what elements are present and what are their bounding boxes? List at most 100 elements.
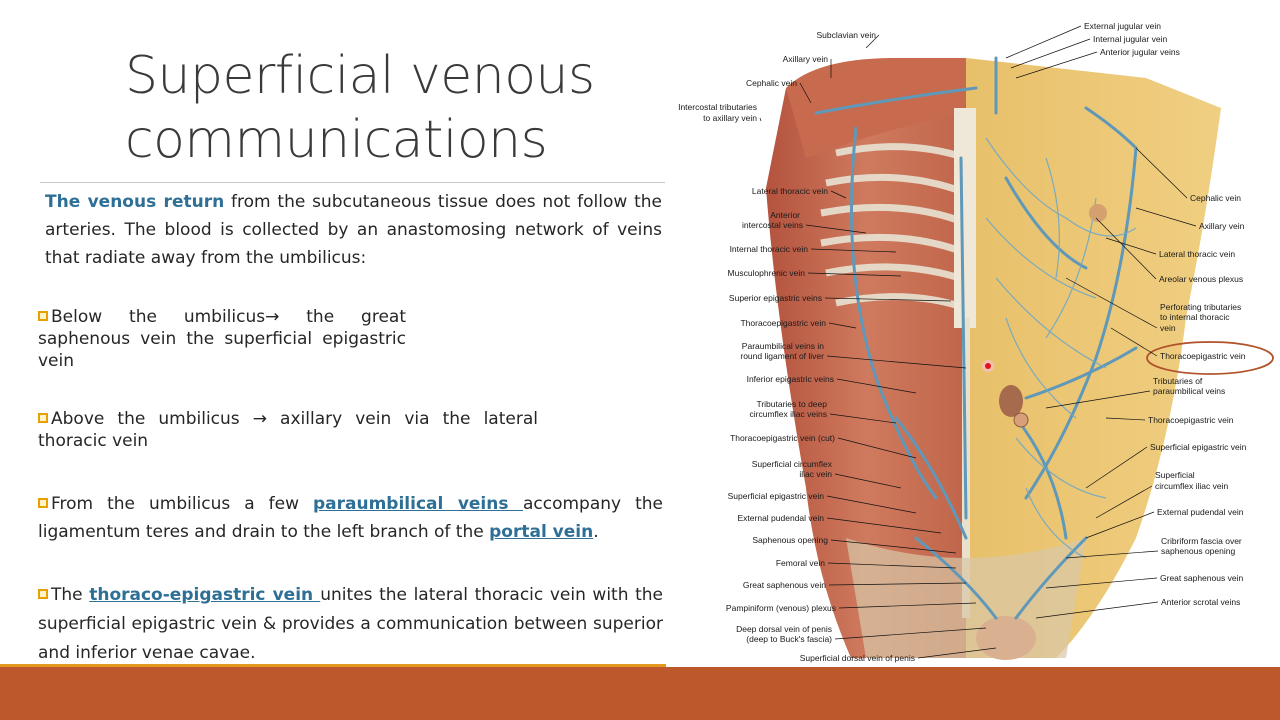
left-leader-line xyxy=(799,82,812,104)
left-anatomy-label: Superficial circumflex xyxy=(752,459,833,469)
right-leader-line xyxy=(1095,217,1157,280)
right-leader-line xyxy=(1065,550,1159,559)
right-leader-line xyxy=(1105,417,1146,421)
right-anatomy-label: vein xyxy=(1160,323,1176,333)
left-leader-line xyxy=(805,224,867,234)
footer-bar xyxy=(0,667,1280,720)
bullet2-text-b: axillary vein via the lateral thoracic v… xyxy=(38,409,538,451)
bullet-thoraco-epigastric: The thoraco-epigastric vein unites the l… xyxy=(38,581,663,668)
bullet3-text-b: accompany the ligamentum teres and drain… xyxy=(38,494,663,542)
right-leader-line xyxy=(1045,577,1158,589)
right-leader-line xyxy=(1105,237,1157,255)
left-leader-line xyxy=(826,517,942,534)
left-anatomy-label: Superficial dorsal vein of penis xyxy=(800,653,915,663)
arrow-right-icon: → xyxy=(265,307,280,327)
bullet1-text-a: Below the umbilicus xyxy=(51,307,266,327)
right-anatomy-label: Perforating tributaries xyxy=(1160,302,1241,312)
left-leader-line xyxy=(828,322,857,329)
bullet-square-icon xyxy=(38,589,48,599)
right-leader-line xyxy=(1045,390,1151,409)
left-leader-line xyxy=(827,562,957,569)
right-anatomy-label: Lateral thoracic vein xyxy=(1159,249,1235,259)
right-leader-line xyxy=(1085,511,1155,539)
bullet-square-icon xyxy=(38,311,48,321)
left-anatomy-label: (deep to Buck's fascia) xyxy=(746,634,832,644)
left-leader-line xyxy=(834,473,902,489)
right-anatomy-label: Thoracoepigastric vein xyxy=(1148,415,1234,425)
left-anatomy-label: Internal thoracic vein xyxy=(730,244,809,254)
right-leader-line xyxy=(1065,277,1158,329)
bullet4-text-a: The xyxy=(51,585,90,605)
right-anatomy-label: to internal thoracic xyxy=(1160,312,1230,322)
left-anatomy-label: Pampiniform (venous) plexus xyxy=(726,603,836,613)
left-leader-line xyxy=(826,495,917,514)
paraumbilical-veins-link[interactable]: paraumbilical veins xyxy=(312,494,523,514)
bullet4-text-b: unites the lateral thoracic vein with th… xyxy=(38,585,663,663)
left-anatomy-label: to axillary vein xyxy=(703,113,757,123)
right-leader-line xyxy=(1135,207,1197,227)
bullet-below-umbilicus: Below the umbilicus→ the great saphenous… xyxy=(38,306,406,372)
bullet2-text-a: Above the umbilicus xyxy=(51,409,253,429)
intro-paragraph: The venous return from the subcutaneous … xyxy=(45,188,662,272)
right-leader-line xyxy=(1095,485,1153,519)
left-leader-line xyxy=(838,602,977,609)
left-anatomy-label: Lateral thoracic vein xyxy=(752,186,828,196)
right-anatomy-label: External pudendal vein xyxy=(1157,507,1244,517)
left-anatomy-label: Axillary vein xyxy=(783,54,829,64)
right-anatomy-label: Tributaries of xyxy=(1153,376,1203,386)
left-anatomy-label: intercostal veins xyxy=(742,220,803,230)
right-anatomy-label: Areolar venous plexus xyxy=(1159,274,1243,284)
slide-title: Superficial venous communications xyxy=(125,44,665,172)
left-anatomy-label: Anterior xyxy=(770,210,800,220)
right-anatomy-label: Thoracoepigastric vein xyxy=(1160,351,1246,361)
thoraco-epigastric-vein-link[interactable]: thoraco-epigastric vein xyxy=(89,585,321,605)
right-anatomy-label: Cephalic vein xyxy=(1190,193,1241,203)
left-leader-line xyxy=(837,437,917,459)
footer-accent-line xyxy=(0,664,666,667)
left-anatomy-label: Intercostal tributaries xyxy=(678,102,757,112)
portal-vein-link[interactable]: portal vein xyxy=(489,522,594,542)
right-leader-line xyxy=(1085,446,1148,489)
slide-title-line2: communications xyxy=(125,110,548,170)
left-leader-line xyxy=(834,627,987,640)
left-anatomy-label: circumflex iliac veins xyxy=(750,409,827,419)
left-leader-line xyxy=(828,582,967,586)
bullet-paraumbilical: From the umbilicus a few paraumbilical v… xyxy=(38,490,663,546)
left-anatomy-label: Cephalic vein xyxy=(746,78,797,88)
left-anatomy-label: Great saphenous vein xyxy=(743,580,826,590)
left-anatomy-label: Tributaries to deep xyxy=(756,399,827,409)
left-anatomy-label: Superior epigastric veins xyxy=(729,293,822,303)
right-leader-line xyxy=(1035,601,1159,619)
left-leader-line xyxy=(829,413,897,424)
highlight-circle xyxy=(1146,341,1274,375)
right-anatomy-label: saphenous opening xyxy=(1161,546,1235,556)
bullet3-text-c: . xyxy=(593,522,599,542)
right-anatomy-label: paraumbilical veins xyxy=(1153,386,1225,396)
left-leader-line xyxy=(865,34,880,49)
right-anatomy-label: Superficial xyxy=(1155,470,1195,480)
right-anatomy-label: Axillary vein xyxy=(1199,221,1245,231)
left-anatomy-label: Thoracoepigastric vein xyxy=(740,318,826,328)
left-anatomy-label: Inferior epigastric veins xyxy=(747,374,834,384)
right-anatomy-label: Cribriform fascia over xyxy=(1161,536,1242,546)
right-leader-line xyxy=(1110,327,1158,357)
left-anatomy-label: Paraumbilical veins in xyxy=(742,341,824,351)
bullet-square-icon xyxy=(38,413,48,423)
right-anatomy-label: External jugular vein xyxy=(1084,21,1161,31)
left-leader-line xyxy=(830,539,957,554)
right-anatomy-label: Anterior jugular veins xyxy=(1100,47,1180,57)
intro-text: from the subcutaneous tissue does not fo… xyxy=(45,192,662,268)
right-anatomy-label: circumflex iliac vein xyxy=(1155,481,1228,491)
left-leader-line xyxy=(824,297,952,302)
right-anatomy-label: Great saphenous vein xyxy=(1160,573,1243,583)
left-leader-line xyxy=(759,117,762,122)
right-leader-line xyxy=(1005,25,1082,59)
right-leader-line xyxy=(1010,38,1091,69)
left-leader-line xyxy=(810,248,897,253)
left-anatomy-label: Musculophrenic vein xyxy=(728,268,806,278)
left-leader-line xyxy=(807,272,902,277)
